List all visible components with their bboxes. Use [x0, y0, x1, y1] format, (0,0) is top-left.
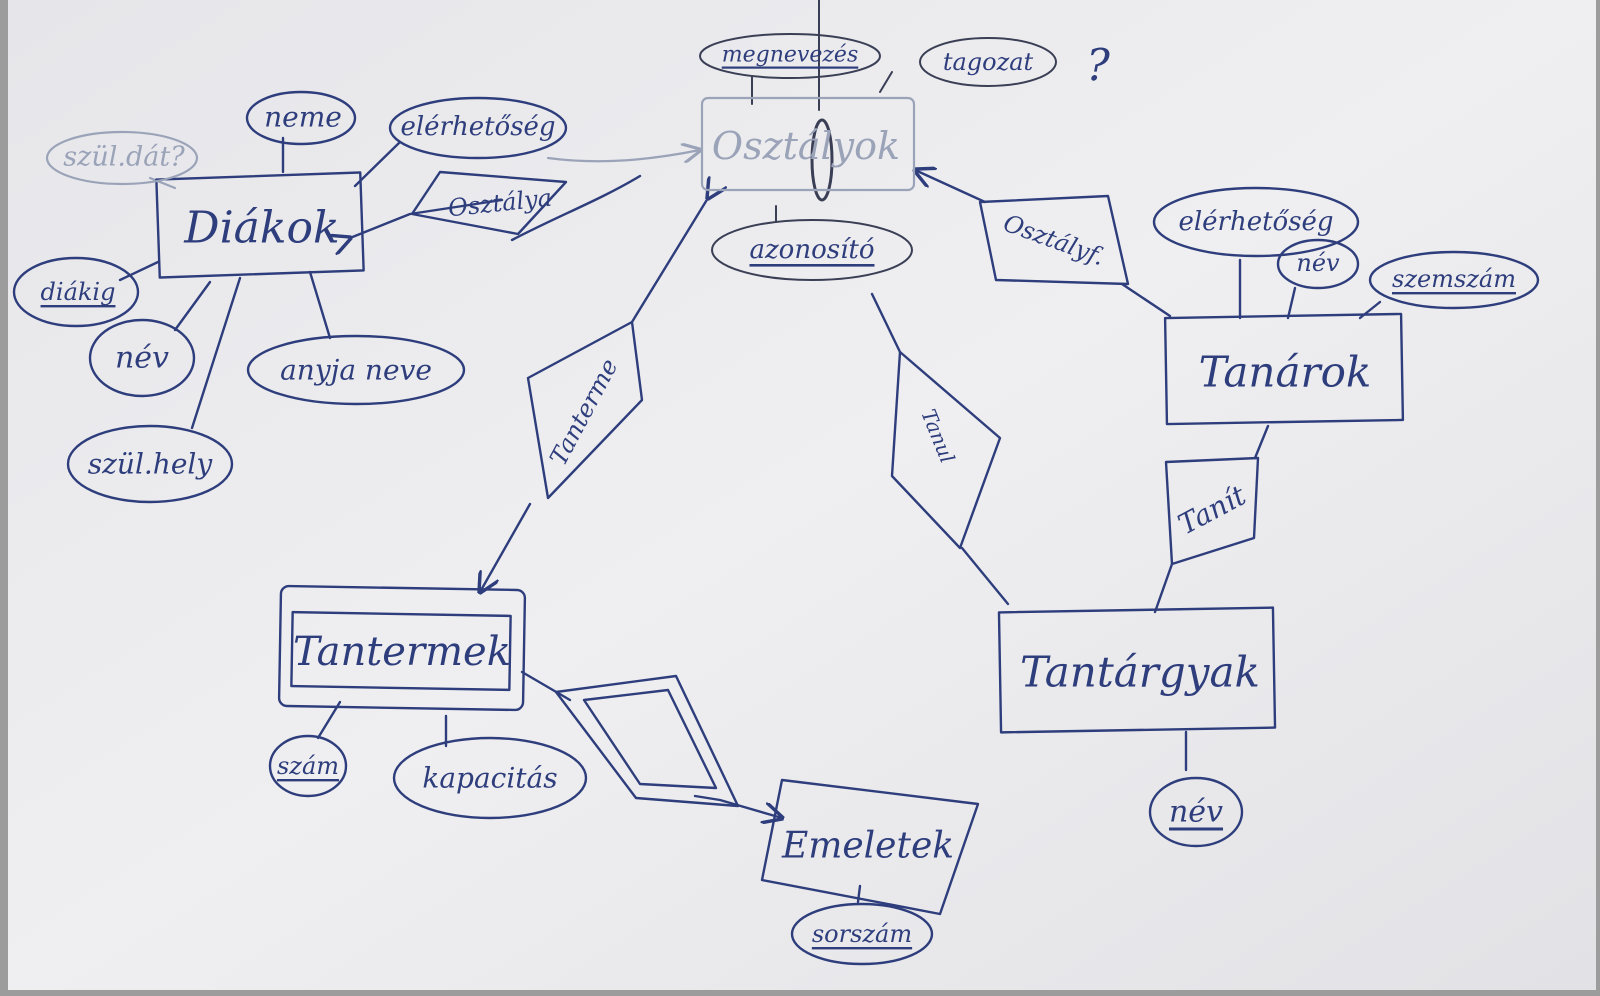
entity-osztalyok: Osztályok	[700, 96, 916, 192]
attr-szuldat: szül.dát?	[45, 130, 199, 186]
entity-emeletek: Emeletek	[760, 778, 980, 916]
entity-tantermek-label: Tantermek	[293, 629, 511, 675]
line-tantermek-identifying	[520, 670, 572, 702]
tagozat-question-mark: ?	[1086, 41, 1110, 92]
line-tanterme-osztalyok	[630, 198, 708, 324]
attr-sorszam-label: sorszám	[812, 920, 912, 948]
attr-szemszam-label: szemszám	[1392, 265, 1516, 293]
line-diakig	[118, 260, 160, 282]
attr-neme-label: neme	[264, 101, 342, 134]
line-osztalyf-tanarok	[1120, 282, 1172, 318]
attr-elerhetoseg-diak-label: elérhetőség	[400, 112, 555, 142]
attr-nev-diak: név	[88, 318, 196, 398]
line-szuldat	[148, 176, 177, 190]
attr-szulhely: szül.hely	[66, 424, 234, 504]
line-tagozat	[879, 71, 893, 93]
attr-diakig: diákig	[12, 256, 140, 328]
line-osztalya-lower	[510, 174, 642, 242]
attr-nev-diak-label: név	[115, 341, 169, 376]
attr-nev-tantargy: név	[1148, 776, 1244, 848]
entity-tantargyak: Tantárgyak	[997, 606, 1277, 734]
line-tanul-osztalyok	[870, 292, 902, 354]
line-osztalya-diakok	[350, 198, 504, 238]
line-tanit-tantargyak	[1153, 562, 1174, 614]
relationship-identifying-emelet	[554, 674, 740, 808]
attr-nev-tanar-label: név	[1296, 249, 1340, 277]
entity-diakok: Diákok	[155, 171, 365, 279]
line-tanul-tantargyak	[960, 546, 1010, 606]
attr-kapacitas-label: kapacitás	[422, 762, 557, 795]
attr-megnevezes-label: megnevezés	[722, 43, 859, 68]
attr-szam: szám	[268, 734, 348, 798]
attr-diakig-label: diákig	[41, 278, 116, 306]
attr-szuldat-label: szül.dát?	[63, 142, 185, 173]
line-osztalyf-osztalyok	[915, 170, 987, 204]
attr-elerhetoseg-diak: elérhetőség	[388, 96, 568, 160]
attr-tagozat-label: tagozat	[943, 48, 1034, 76]
attr-anyja-neve: anyja neve	[246, 334, 466, 406]
line-tanterme-tantermek	[480, 502, 532, 592]
attr-szemszam: szemszám	[1368, 250, 1540, 310]
attr-szam-label: szám	[277, 752, 339, 780]
entity-tanarok-label: Tanárok	[1199, 348, 1372, 397]
line-osztalya-osztalyok	[546, 150, 700, 161]
line-identifying-emeletek	[693, 794, 782, 818]
attr-nev-tantargy-label: név	[1169, 795, 1223, 830]
entity-osztalyok-label: Osztályok	[712, 124, 900, 168]
board-surface	[8, 0, 1596, 990]
entity-tantermek-weak: Tantermek	[277, 584, 527, 712]
line-anyja-neve	[308, 270, 332, 340]
entity-diakok-label: Diákok	[183, 203, 339, 254]
attr-anyja-neve-label: anyja neve	[280, 354, 432, 387]
line-elerhetoseg-diak	[353, 140, 402, 188]
connectors	[118, 71, 1382, 904]
line-nev-diak	[173, 280, 212, 332]
attr-nev-tanar: név	[1276, 238, 1360, 290]
attr-elerhetoseg-tanar: elérhetőség	[1152, 186, 1360, 258]
attr-tagozat: tagozat	[919, 37, 1057, 87]
attr-szulhely-label: szül.hely	[88, 448, 214, 481]
hanging-cord	[810, 0, 834, 202]
entity-emeletek-label: Emeletek	[781, 826, 954, 867]
attr-elerhetoseg-tanar-label: elérhetőség	[1178, 207, 1333, 237]
entity-tantargyak-label: Tantárgyak	[1020, 648, 1260, 697]
attr-azonosito: azonosító	[711, 219, 913, 281]
line-szulhely	[190, 276, 242, 430]
line-nev-tanar	[1286, 286, 1297, 320]
attr-neme: neme	[245, 90, 357, 146]
attr-azonosito-label: azonosító	[749, 235, 874, 265]
attr-megnevezes: megnevezés	[699, 33, 881, 79]
line-tanit-tanarok	[1253, 424, 1270, 460]
attr-kapacitas: kapacitás	[392, 736, 588, 820]
entity-tanarok: Tanárok	[1163, 312, 1405, 426]
attr-sorszam: sorszám	[790, 902, 934, 966]
